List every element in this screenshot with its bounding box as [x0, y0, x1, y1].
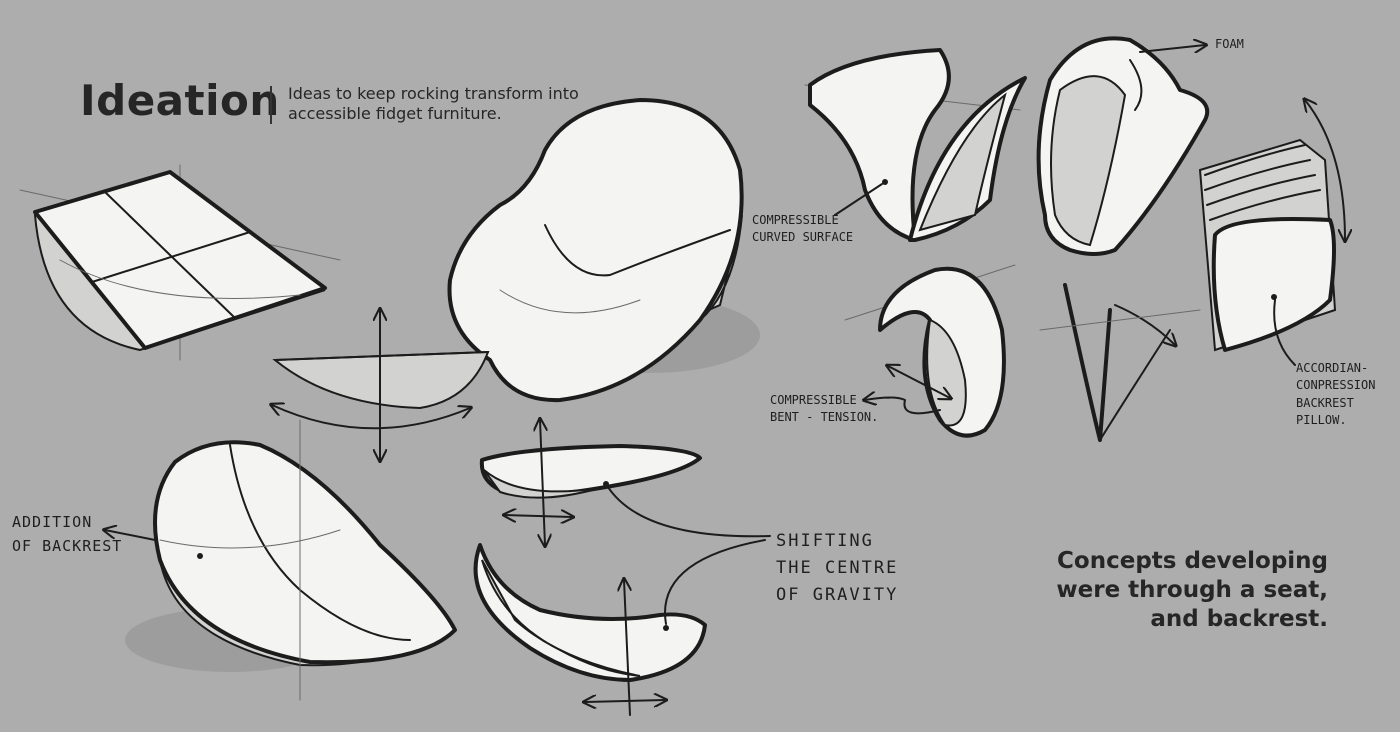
page-title: Ideation — [80, 76, 280, 125]
accordion-pillow-sketch — [1198, 100, 1345, 366]
annotation-line: BENT - TENSION. — [770, 410, 879, 425]
annotation-foam: FOAM — [1215, 36, 1244, 53]
annotation-addition-of-backrest: ADDITION OF BACKREST — [12, 510, 122, 558]
annotation-line: THE CENTRE — [776, 558, 899, 579]
annotation-line: BACKREST — [1296, 395, 1354, 410]
annotation-line: ACCORDIAN- — [1296, 361, 1369, 375]
annotation-line: COMPRESSIBLE — [752, 213, 839, 227]
v-flex-sketch — [1039, 283, 1201, 442]
annotation-compressible-curved-surface: COMPRESSIBLE CURVED SURFACE — [752, 212, 853, 247]
annotation-line: FOAM — [1215, 37, 1244, 51]
annotation-line: COMPRESSIBLE — [770, 393, 857, 407]
annotation-line: OF GRAVITY — [776, 585, 899, 606]
curved-surface-sketch — [804, 48, 1027, 242]
annotation-compressible-bent-tension: COMPRESSIBLE BENT - TENSION. — [770, 392, 878, 427]
annotation-line: SHIFTING — [776, 531, 874, 551]
page-subtitle: Ideas to keep rocking transform into acc… — [288, 84, 579, 123]
annotation-shifting-centre-of-gravity: SHIFTING THE CENTRE OF GRAVITY — [776, 528, 898, 610]
cushion-tile-sketch — [19, 164, 341, 361]
annotation-line: CURVED SURFACE — [752, 230, 854, 245]
title-divider — [270, 86, 272, 124]
summary-line: Concepts developing — [1057, 548, 1328, 574]
concept-summary: Concepts developing were through a seat,… — [1008, 547, 1328, 634]
rocking-seat-sketch — [272, 98, 760, 460]
bent-tension-sketch — [844, 264, 1016, 438]
curved-shell-sketch — [473, 420, 771, 716]
summary-line: were through a seat, — [1056, 577, 1328, 603]
annotation-line: OF BACKREST — [12, 537, 123, 555]
annotation-line: ADDITION — [12, 513, 93, 531]
annotation-line: PILLOW. — [1296, 413, 1347, 428]
backrest-seat-sketch — [105, 419, 457, 701]
annotation-line: CONPRESSION — [1296, 378, 1376, 393]
annotation-accordian-backrest: ACCORDIAN- CONPRESSION BACKREST PILLOW. — [1296, 360, 1375, 430]
foam-backrest-sketch — [1036, 36, 1210, 256]
summary-line: and backrest. — [1150, 606, 1328, 632]
